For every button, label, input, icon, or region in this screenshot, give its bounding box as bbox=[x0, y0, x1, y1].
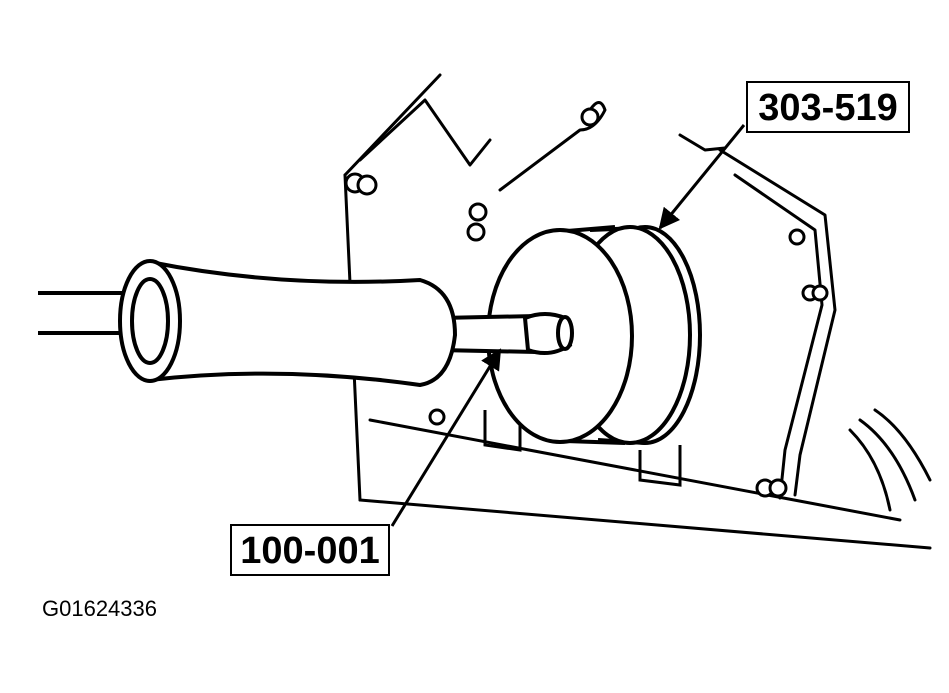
engine-block-outline bbox=[343, 73, 932, 550]
cover-tabs bbox=[483, 410, 682, 487]
slide-hammer-handle bbox=[38, 259, 458, 388]
leader-lines bbox=[390, 124, 746, 527]
slide-hammer-shaft bbox=[438, 312, 574, 356]
leader-303-519 bbox=[658, 124, 746, 230]
figure-id: G01624336 bbox=[42, 596, 157, 621]
leader-100-001 bbox=[390, 348, 502, 527]
callout-100-001: 100-001 bbox=[230, 524, 390, 576]
callout-303-519: 303-519 bbox=[746, 81, 910, 133]
bolt-holes bbox=[344, 107, 829, 498]
